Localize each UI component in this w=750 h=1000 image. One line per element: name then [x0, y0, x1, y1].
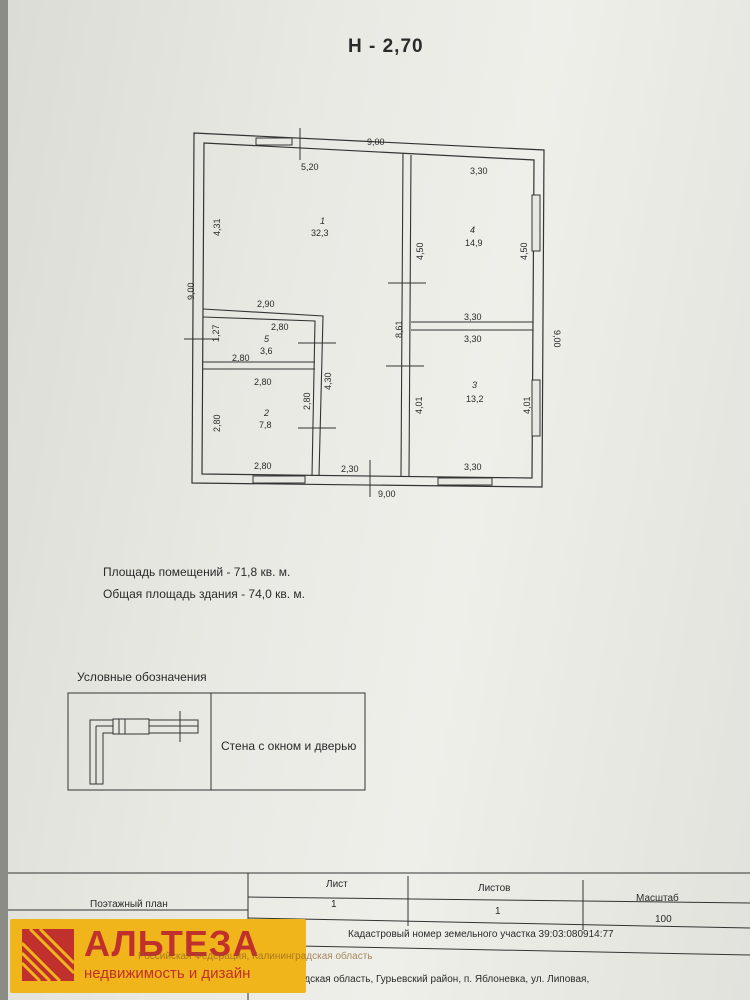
room-2-area: 7,8 — [259, 420, 272, 430]
room-3-right: 4,01 — [522, 396, 532, 414]
logo-stripes-icon — [22, 929, 74, 981]
room-3-bottom: 3,30 — [464, 462, 482, 472]
room-2-outer: 4,30 — [323, 372, 333, 390]
room-4-area: 14,9 — [465, 238, 483, 248]
room-1-number: 1 — [320, 216, 325, 226]
stamp-sheets-label: Листов — [478, 883, 511, 894]
room-4-number: 4 — [470, 225, 475, 235]
legend-box — [67, 692, 366, 791]
room-2-left: 2,80 — [212, 414, 222, 432]
room-4-left: 4,50 — [415, 242, 425, 260]
room-5-bottom: 2,80 — [232, 353, 250, 363]
stamp-scale-label: Масштаб — [636, 893, 679, 904]
legend-wall-symbol — [89, 711, 199, 785]
room-3-number: 3 — [472, 380, 477, 390]
room-3-top: 3,30 — [464, 334, 482, 344]
room-3-area: 13,2 — [466, 394, 484, 404]
room-1-width: 2,90 — [257, 299, 275, 309]
floor-plan: 9,00 5,20 9,00 9,00 9,00 8,61 2,30 1 32,… — [8, 128, 750, 1000]
left-dimension: 9,00 — [186, 282, 196, 300]
stamp-sheets-value: 1 — [495, 906, 501, 917]
room-5-top: 2,80 — [271, 322, 289, 332]
legend-label: Стена с окном и дверью — [221, 739, 357, 753]
room-1-area: 32,3 — [311, 228, 329, 238]
room-5-number: 5 — [264, 334, 270, 344]
stamp-sheet-value: 1 — [331, 899, 337, 910]
stamp-cadastral: Кадастровый номер земельного участка 39:… — [348, 929, 614, 940]
window-marks — [252, 137, 541, 486]
window-dimension: 5,20 — [301, 162, 319, 172]
stamp-sheet-label: Лист — [326, 879, 348, 890]
door-marks — [184, 128, 426, 497]
top-dimension: 9,00 — [367, 137, 385, 147]
stamp-address: Российская Федерация, Калининградская об… — [136, 974, 590, 985]
document-page: 9,00 5,20 9,00 9,00 9,00 8,61 2,30 1 32,… — [8, 0, 750, 1000]
legend-title: Условные обозначения — [77, 670, 207, 684]
total-area-text: Общая площадь здания - 74,0 кв. м. — [103, 587, 306, 601]
logo-watermark: Российская Федерация, Калининградская об… — [138, 951, 373, 962]
room-4-top: 3,30 — [470, 166, 488, 176]
right-dimension: 9,00 — [552, 330, 562, 348]
page-title: Н - 2,70 — [348, 36, 424, 57]
stamp-scale-value: 100 — [655, 914, 672, 925]
room-4-bottom: 3,30 — [464, 312, 482, 322]
logo-name: АЛЬТЕЗА — [84, 923, 260, 964]
logo-subtitle: недвижимость и дизайн — [84, 965, 251, 982]
room-3-left: 4,01 — [414, 396, 424, 414]
corridor-bottom-dimension: 2,30 — [341, 464, 359, 474]
outer-walls — [191, 132, 545, 488]
room-2-right: 2,80 — [302, 392, 312, 410]
rooms-area-text: Площадь помещений - 71,8 кв. м. — [103, 565, 291, 579]
room-5-area: 3,6 — [260, 346, 273, 356]
room-5-side: 1,27 — [211, 324, 221, 342]
room-2-top: 2,80 — [254, 377, 272, 387]
room-1-height: 4,31 — [212, 218, 222, 236]
room-2-number: 2 — [263, 408, 269, 418]
corridor-dimension: 8,61 — [394, 320, 404, 338]
room-4-right: 4,50 — [519, 242, 529, 260]
room-2-bottom: 2,80 — [254, 461, 272, 471]
bottom-dimension: 9,00 — [378, 489, 396, 499]
interior-walls — [202, 152, 533, 477]
altesa-logo: АЛЬТЕЗА недвижимость и дизайн Российская… — [10, 919, 372, 993]
stamp-plan-label: Поэтажный план — [90, 899, 168, 910]
